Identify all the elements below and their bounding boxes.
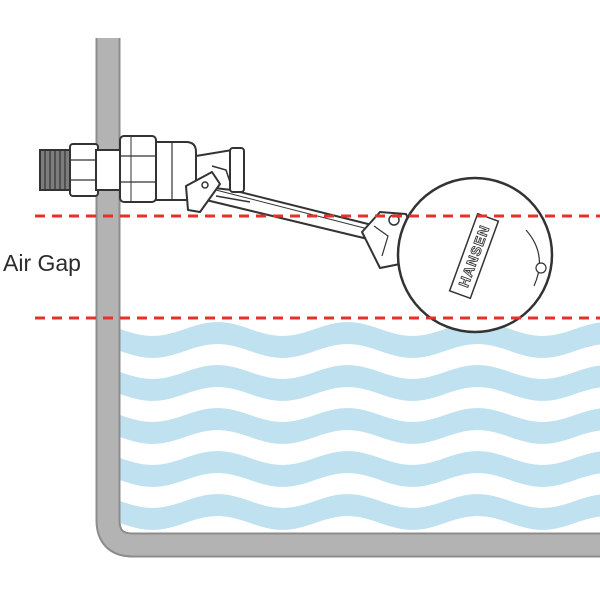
float-arm — [195, 183, 377, 241]
water-body — [120, 322, 600, 530]
water-wave-band — [120, 322, 600, 358]
water-wave-band — [120, 365, 600, 401]
tank-wall-inner — [97, 38, 600, 556]
water-wave-band — [120, 494, 600, 530]
water-wave-band — [120, 451, 600, 487]
float-valve-icon — [39, 135, 245, 213]
air-gap-label: Air Gap — [3, 250, 81, 276]
float-ball-icon: HANSEN — [361, 176, 554, 334]
water-wave-band — [120, 408, 600, 444]
